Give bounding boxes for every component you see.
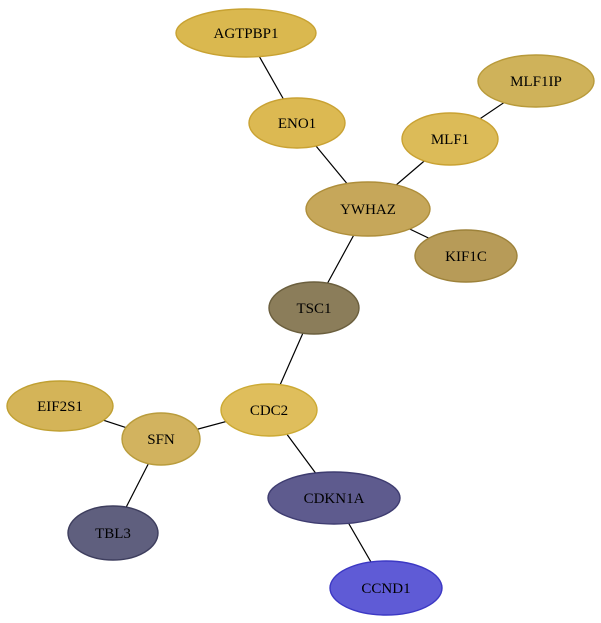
node-ellipse-cdkn1a[interactable] [267, 471, 401, 525]
node-label-mlf1ip: MLF1IP [510, 74, 562, 90]
node-cdc2[interactable]: CDC2 [220, 383, 318, 437]
node-label-tsc1: TSC1 [296, 301, 331, 317]
node-ellipse-sfn[interactable] [121, 412, 201, 466]
node-label-cdkn1a: CDKN1A [304, 491, 365, 507]
node-label-cdc2: CDC2 [250, 403, 288, 419]
node-mlf1ip[interactable]: MLF1IP [477, 54, 595, 108]
node-ccnd1[interactable]: CCND1 [329, 560, 443, 616]
node-ellipse-eif2s1[interactable] [6, 380, 114, 432]
node-label-eif2s1: EIF2S1 [37, 399, 83, 415]
node-ellipse-kif1c[interactable] [414, 229, 518, 283]
node-eno1[interactable]: ENO1 [248, 97, 346, 149]
node-ellipse-ywhaz[interactable] [305, 181, 431, 237]
node-ellipse-ccnd1[interactable] [329, 560, 443, 616]
node-ellipse-eno1[interactable] [248, 97, 346, 149]
node-ywhaz[interactable]: YWHAZ [305, 181, 431, 237]
node-label-agtpbp1: AGTPBP1 [213, 26, 278, 42]
node-label-sfn: SFN [147, 432, 175, 448]
node-mlf1[interactable]: MLF1 [401, 112, 499, 166]
node-tbl3[interactable]: TBL3 [67, 505, 159, 561]
node-kif1c[interactable]: KIF1C [414, 229, 518, 283]
node-ellipse-tsc1[interactable] [268, 281, 360, 335]
node-ellipse-mlf1[interactable] [401, 112, 499, 166]
node-ellipse-mlf1ip[interactable] [477, 54, 595, 108]
node-sfn[interactable]: SFN [121, 412, 201, 466]
node-ellipse-cdc2[interactable] [220, 383, 318, 437]
node-eif2s1[interactable]: EIF2S1 [6, 380, 114, 432]
node-label-mlf1: MLF1 [431, 132, 469, 148]
node-cdkn1a[interactable]: CDKN1A [267, 471, 401, 525]
node-label-ywhaz: YWHAZ [340, 202, 396, 218]
node-ellipse-agtpbp1[interactable] [175, 8, 317, 58]
node-agtpbp1[interactable]: AGTPBP1 [175, 8, 317, 58]
node-label-kif1c: KIF1C [445, 249, 487, 265]
node-label-ccnd1: CCND1 [361, 581, 410, 597]
node-ellipse-tbl3[interactable] [67, 505, 159, 561]
node-label-eno1: ENO1 [278, 116, 316, 132]
node-tsc1[interactable]: TSC1 [268, 281, 360, 335]
node-label-tbl3: TBL3 [95, 526, 131, 542]
